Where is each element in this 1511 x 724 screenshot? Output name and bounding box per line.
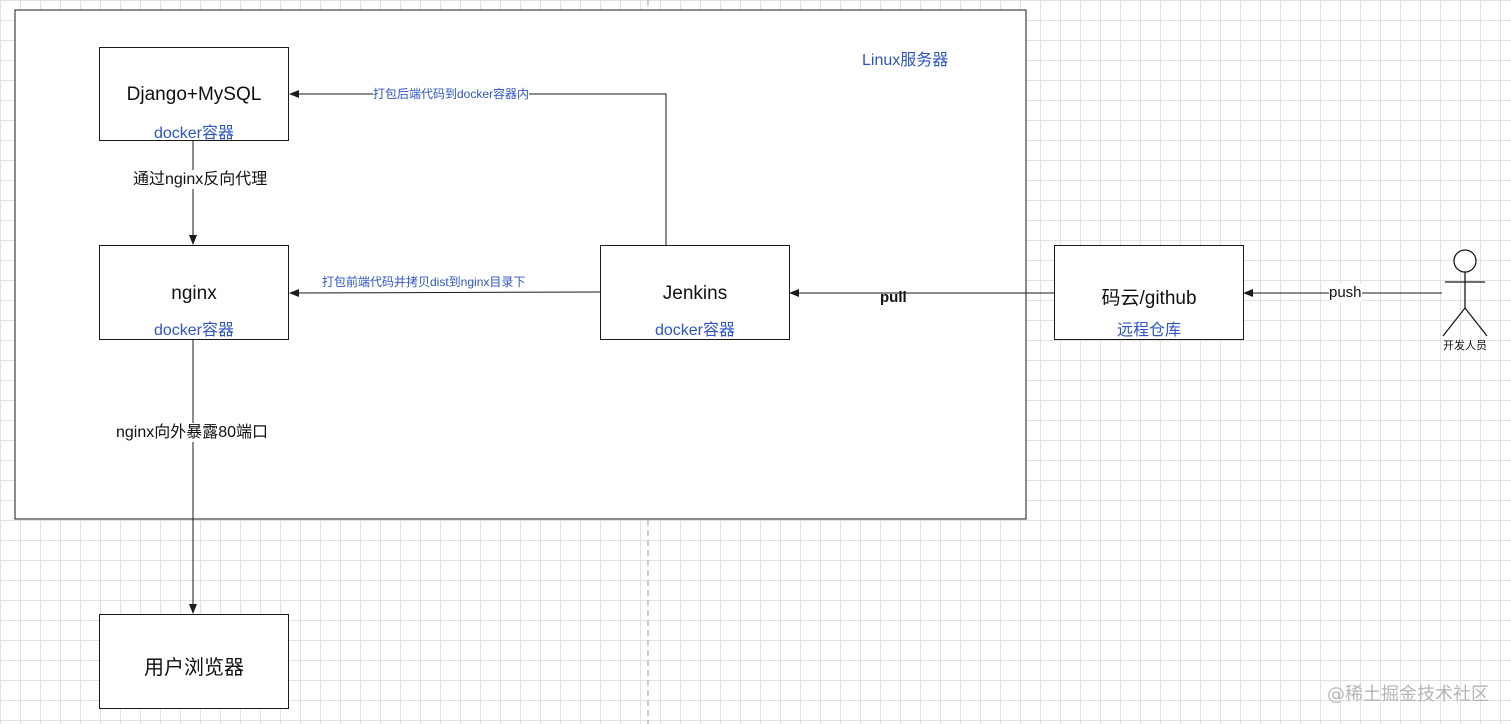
django-mysql-node[interactable]: Django+MySQL docker容器 bbox=[99, 47, 289, 142]
developer-actor-label: 开发人员 bbox=[1443, 340, 1487, 352]
django-node-sub: docker容器 bbox=[153, 125, 235, 142]
watermark: @稀土掘金技术社区 bbox=[1327, 684, 1489, 705]
jenkins-node[interactable]: Jenkins docker容器 bbox=[600, 245, 790, 340]
jenkins-node-name: Jenkins bbox=[662, 283, 728, 304]
repo-node-name: 码云/github bbox=[1101, 288, 1197, 309]
edge-label-repo-to-jenkins: pull bbox=[880, 289, 907, 306]
server-title: Linux服务器 bbox=[862, 52, 949, 69]
browser-node-name: 用户浏览器 bbox=[144, 657, 244, 679]
repo-node-sub: 远程仓库 bbox=[1116, 322, 1181, 339]
nginx-node-name: nginx bbox=[171, 283, 217, 304]
edge-label-nginx-to-browser: nginx向外暴露80端口 bbox=[116, 423, 269, 443]
jenkins-node-sub: docker容器 bbox=[654, 322, 736, 339]
edge-label-jenkins-to-nginx: 打包前端代码并拷贝dist到nginx目录下 bbox=[322, 275, 526, 290]
developer-actor-icon[interactable] bbox=[1442, 249, 1488, 337]
edge-label-django-to-nginx: 通过nginx反向代理 bbox=[133, 170, 268, 190]
nginx-node-sub: docker容器 bbox=[153, 322, 235, 339]
edge-label-jenkins-to-django: 打包后端代码到docker容器内 bbox=[373, 87, 530, 102]
browser-node[interactable]: 用户浏览器 bbox=[99, 614, 289, 709]
edge-label-dev-to-repo: push bbox=[1329, 284, 1362, 302]
django-node-name: Django+MySQL bbox=[126, 84, 262, 105]
repo-node[interactable]: 码云/github 远程仓库 bbox=[1054, 245, 1244, 340]
nginx-node[interactable]: nginx docker容器 bbox=[99, 245, 289, 340]
edge-jenkins-to-nginx[interactable] bbox=[289, 288, 601, 297]
